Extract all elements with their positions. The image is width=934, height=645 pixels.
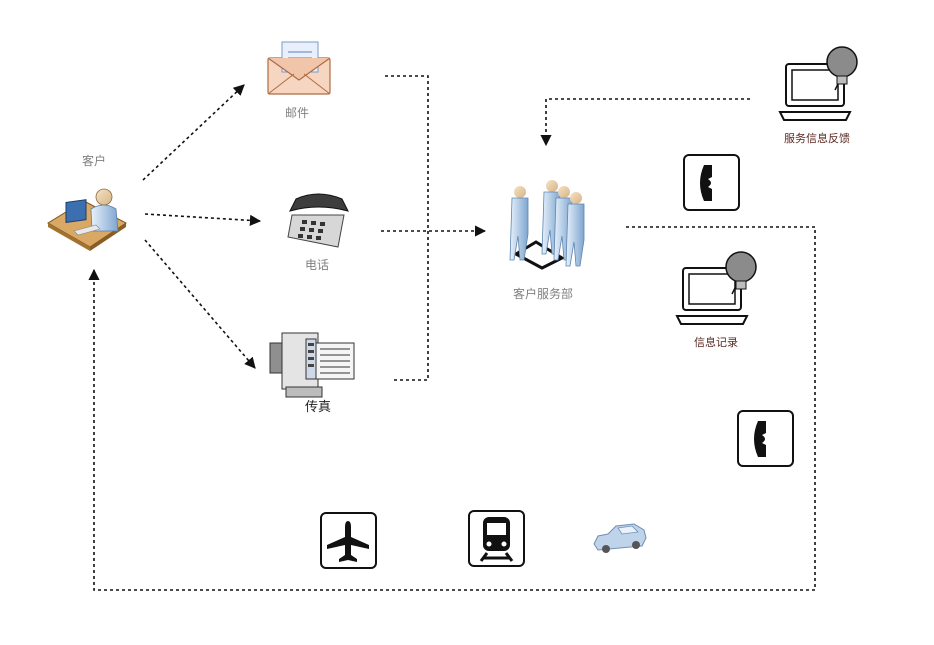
service-dept-label: 客户服务部 xyxy=(513,287,574,301)
arrow-customer-to-mail xyxy=(142,84,245,181)
arrow-return-to-customer xyxy=(88,226,816,591)
customer-label: 客户 xyxy=(82,154,107,168)
arrow-customer-to-fax xyxy=(144,239,256,369)
fax-label: 传真 xyxy=(305,400,332,415)
feedback-label: 服务信息反馈 xyxy=(784,132,850,145)
fax-machine-icon xyxy=(269,332,355,398)
phone-sign-icon xyxy=(683,154,740,211)
customer-at-computer-icon xyxy=(47,188,127,251)
airplane-sign-icon xyxy=(320,512,377,569)
envelope-icon xyxy=(267,41,331,95)
laptop-lightbulb-icon xyxy=(778,46,858,121)
connectors xyxy=(88,75,816,591)
arrow-customer-to-phone xyxy=(144,213,262,226)
record-label: 信息记录 xyxy=(694,336,738,349)
person-1 xyxy=(509,186,529,261)
laptop-lightbulb-icon xyxy=(675,251,757,325)
arrow-feedback-to-service xyxy=(540,98,750,147)
train-sign-icon xyxy=(468,510,525,567)
mail-label: 邮件 xyxy=(285,106,310,120)
people-group-icon xyxy=(509,180,585,270)
person-4 xyxy=(565,192,585,267)
phone-label: 电话 xyxy=(305,258,330,272)
line-mail-channel xyxy=(385,75,429,381)
telephone-icon xyxy=(287,193,349,248)
phone-sign-icon xyxy=(737,410,794,467)
car-icon xyxy=(593,523,647,553)
